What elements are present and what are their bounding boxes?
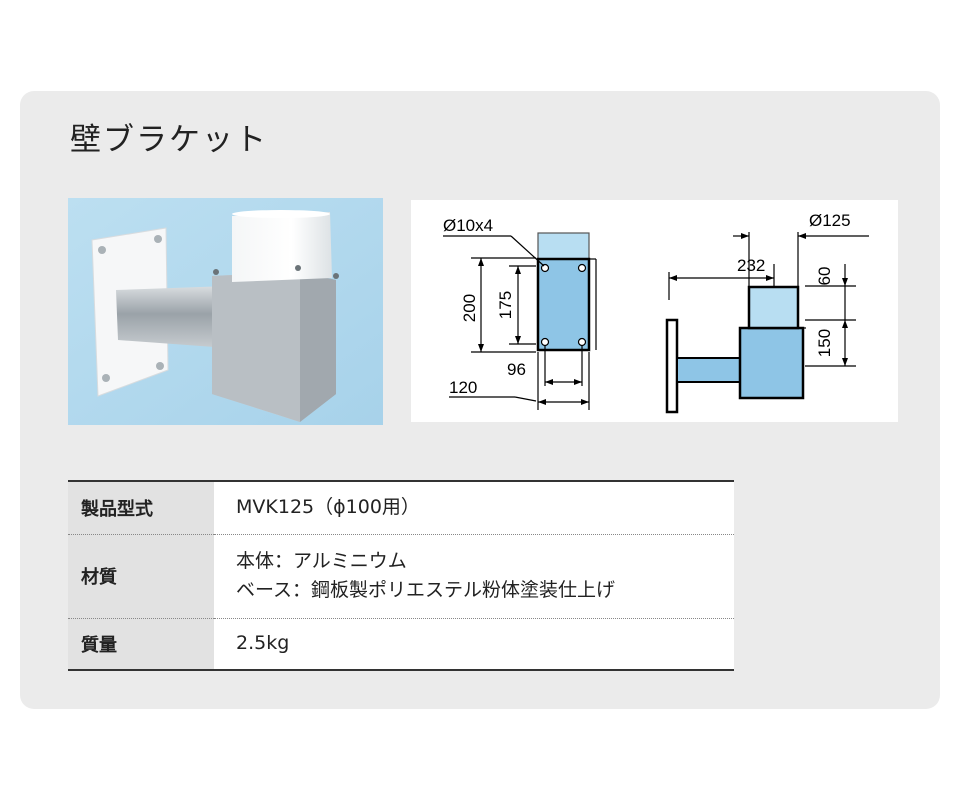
spec-value-line: 2.5kg (236, 632, 290, 655)
spec-value-line: 本体：アルミニウム (236, 550, 407, 572)
dim-200: 200 (460, 294, 479, 322)
dim-120: 120 (449, 378, 477, 397)
spec-label: 材質 (68, 534, 214, 618)
dim-150: 150 (815, 329, 834, 357)
spec-row-model: 製品型式 MVK125（ϕ100用） (68, 481, 734, 534)
dim-diameter: Ø125 (809, 211, 851, 230)
spec-value-line: MVK125（ϕ100用） (236, 496, 420, 519)
spec-row-weight: 質量 2.5kg (68, 618, 734, 670)
spec-value: 2.5kg (214, 618, 734, 670)
dim-175: 175 (496, 291, 515, 319)
spec-label: 製品型式 (68, 481, 214, 534)
product-photo (68, 198, 383, 425)
spec-table: 製品型式 MVK125（ϕ100用） 材質 本体：アルミニウム ベース：鋼板製ポ… (68, 480, 734, 671)
dimension-drawing: Ø10x4 200 175 96 120 Ø125 232 60 150 (411, 200, 898, 422)
hole-label: Ø10x4 (443, 216, 493, 235)
dim-60: 60 (815, 267, 834, 286)
spec-row-material: 材質 本体：アルミニウム ベース：鋼板製ポリエステル粉体塗装仕上げ (68, 534, 734, 618)
page-title: 壁ブラケット (70, 122, 268, 158)
spec-value-line: ベース：鋼板製ポリエステル粉体塗装仕上げ (236, 579, 616, 601)
spec-label: 質量 (68, 618, 214, 670)
dim-96: 96 (507, 360, 526, 379)
spec-value: MVK125（ϕ100用） (214, 481, 734, 534)
spec-value: 本体：アルミニウム ベース：鋼板製ポリエステル粉体塗装仕上げ (214, 534, 734, 618)
dimension-drawing-svg: Ø10x4 200 175 96 120 Ø125 232 60 150 (443, 211, 869, 414)
dim-232: 232 (737, 256, 765, 275)
